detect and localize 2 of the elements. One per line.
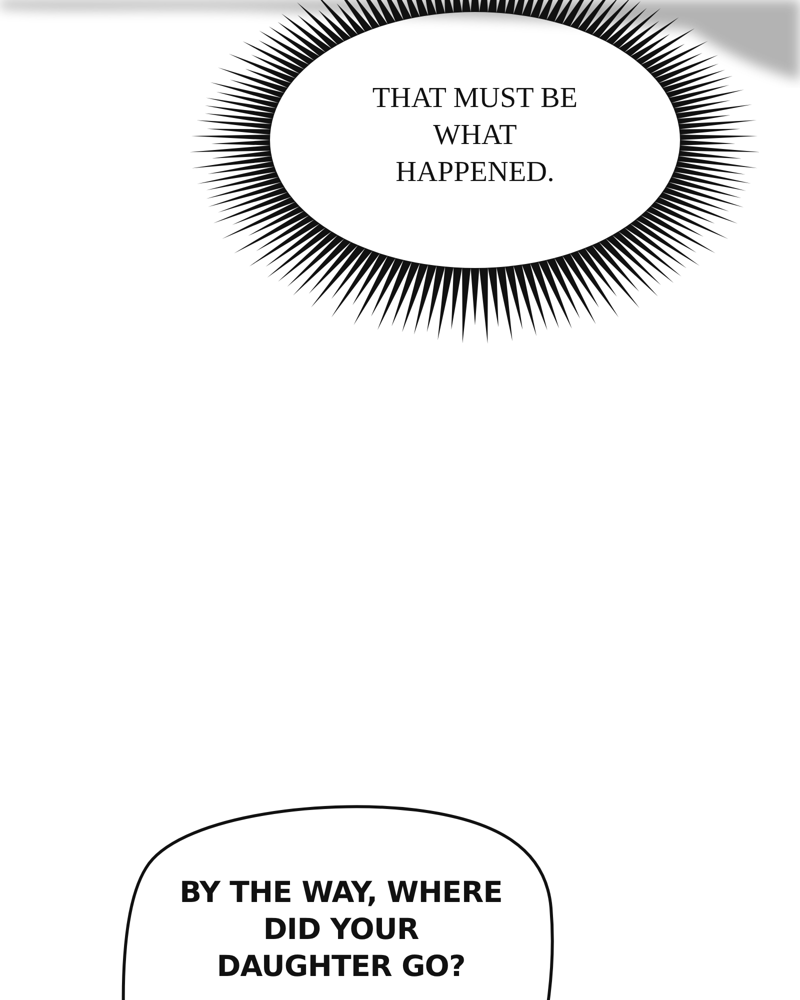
speech-text: THAT MUST BE WHAT HAPPENED. bbox=[371, 81, 579, 190]
speech-text: BY THE WAY, WHERE DID YOUR DAUGHTER GO? bbox=[178, 874, 504, 985]
